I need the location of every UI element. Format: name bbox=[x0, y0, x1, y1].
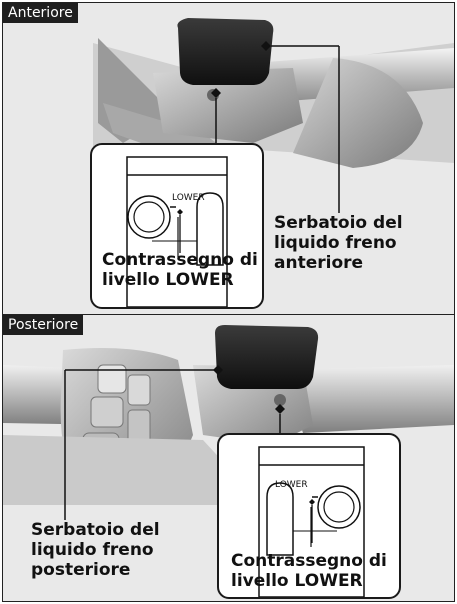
front-inset-lower-text: LOWER bbox=[172, 193, 205, 203]
front-section-tag: Anteriore bbox=[3, 3, 78, 23]
front-reservoir-label: Serbatoio del liquido freno anteriore bbox=[274, 213, 403, 273]
rear-reservoir-line1: Serbatoio del bbox=[31, 520, 160, 540]
front-reservoir-line1: Serbatoio del bbox=[274, 213, 403, 233]
front-level-mark-line2: livello LOWER bbox=[102, 270, 234, 290]
front-level-mark-label: Contrassegno di livello LOWER bbox=[102, 250, 258, 290]
rear-inset-illustration bbox=[258, 446, 365, 597]
rear-reservoir-label: Serbatoio del liquido freno posteriore bbox=[31, 520, 160, 580]
rear-level-mark-line2: livello LOWER bbox=[231, 571, 363, 591]
front-inset-illustration bbox=[126, 156, 228, 307]
rear-panel: Posteriore bbox=[3, 315, 454, 601]
rear-section-tag: Posteriore bbox=[3, 315, 84, 335]
rear-level-mark-label: Contrassegno di livello LOWER bbox=[231, 551, 387, 591]
rear-handlebar-illustration bbox=[3, 325, 454, 520]
front-panel: Anteriore bbox=[3, 3, 454, 315]
front-handlebar-illustration bbox=[93, 18, 454, 213]
front-detail-inset: LOWER bbox=[90, 143, 264, 309]
front-reservoir-line2: liquido freno bbox=[274, 233, 397, 253]
rear-inset-lower-text: LOWER bbox=[275, 480, 308, 490]
rear-level-mark-line1: Contrassegno di bbox=[231, 551, 387, 571]
front-reservoir-line3: anteriore bbox=[274, 253, 364, 273]
rear-detail-inset: LOWER bbox=[217, 433, 401, 599]
rear-reservoir-line3: posteriore bbox=[31, 560, 131, 580]
front-level-mark-line1: Contrassegno di bbox=[102, 250, 258, 270]
rear-reservoir-line2: liquido freno bbox=[31, 540, 154, 560]
